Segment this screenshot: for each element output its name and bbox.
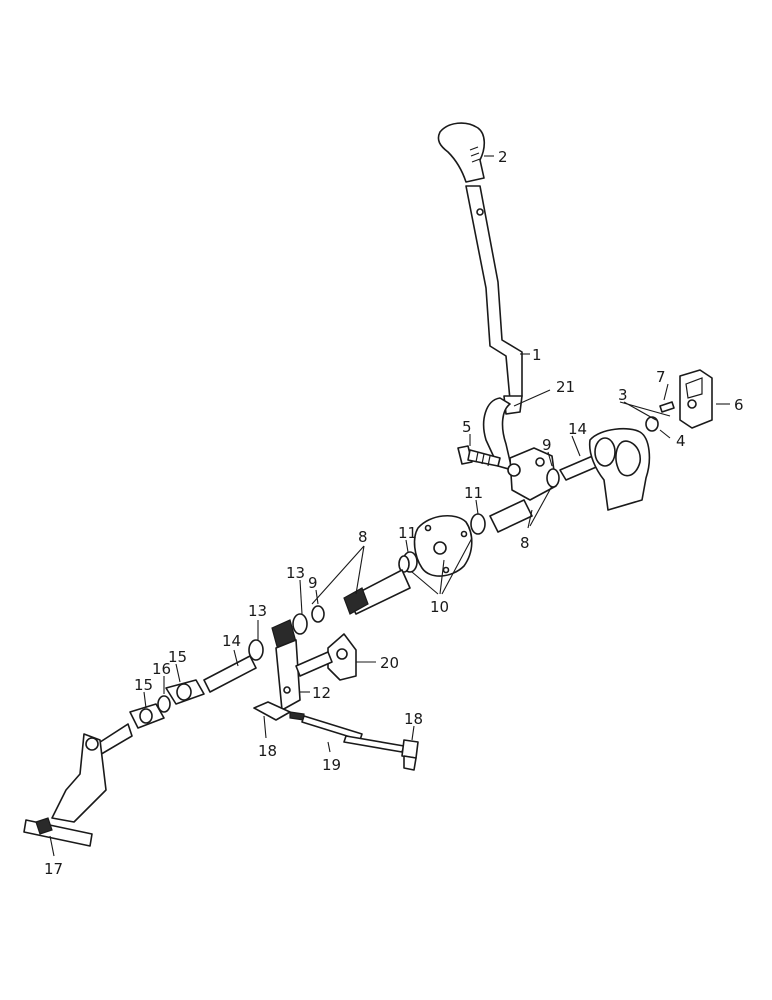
shaft-carrier-right	[507, 447, 557, 501]
callout-16: 16	[152, 660, 171, 678]
pin	[659, 401, 675, 413]
cam-plate	[588, 416, 659, 511]
callout-13-upper: 13	[286, 564, 305, 582]
callout-20: 20	[380, 654, 399, 672]
callout-14-upper: 14	[568, 420, 587, 438]
callout-14-lower: 14	[222, 632, 241, 650]
ring-upper	[546, 468, 560, 488]
callout-18-left: 18	[258, 742, 277, 760]
callout-12: 12	[312, 684, 331, 702]
ring-16	[157, 695, 171, 713]
callout-8-right: 8	[520, 534, 530, 552]
callout-10: 10	[430, 598, 449, 616]
splined-shaft	[343, 569, 411, 615]
callout-3: 3	[618, 386, 628, 404]
callout-6: 6	[734, 396, 744, 414]
callout-11-right: 11	[464, 484, 483, 502]
lever-knob	[437, 122, 486, 183]
shift-lever	[465, 185, 523, 471]
callout-5: 5	[462, 418, 472, 436]
shaft-lower	[203, 655, 257, 693]
callout-19: 19	[322, 756, 341, 774]
callout-1: 1	[532, 346, 542, 364]
arm-with-splined-hub	[271, 619, 301, 711]
ring-11-left-inner	[398, 555, 410, 573]
callout-21: 21	[556, 378, 575, 396]
fork-block	[679, 369, 713, 429]
callout-17: 17	[44, 860, 63, 878]
callout-9-lower: 9	[308, 574, 318, 592]
ring-13-upper	[292, 613, 308, 635]
ring-13-lower	[248, 639, 264, 661]
rod-threaded	[343, 735, 405, 753]
ring-9-lower	[311, 605, 325, 623]
flange-plate	[413, 515, 473, 577]
callout-9-upper: 9	[542, 436, 552, 454]
callout-4: 4	[676, 432, 686, 450]
callout-8-middle: 8	[358, 528, 368, 546]
callout-7: 7	[656, 368, 666, 386]
callout-15-left: 15	[134, 676, 153, 694]
bolt	[457, 445, 501, 467]
leader-lines	[49, 155, 730, 857]
pin-17	[23, 817, 93, 847]
callout-18-right: 18	[404, 710, 423, 728]
callout-2: 2	[498, 148, 508, 166]
main-shaft-upper	[470, 499, 533, 535]
rod-end-right	[401, 739, 419, 771]
callout-11-left: 11	[398, 524, 417, 542]
callout-15-right: 15	[168, 648, 187, 666]
flange-15-right	[165, 679, 205, 705]
callout-13-lower: 13	[248, 602, 267, 620]
rod-end-left	[253, 701, 305, 721]
bell-crank	[51, 723, 133, 823]
bracket-plate	[295, 633, 357, 681]
flange-15-left	[129, 703, 165, 729]
